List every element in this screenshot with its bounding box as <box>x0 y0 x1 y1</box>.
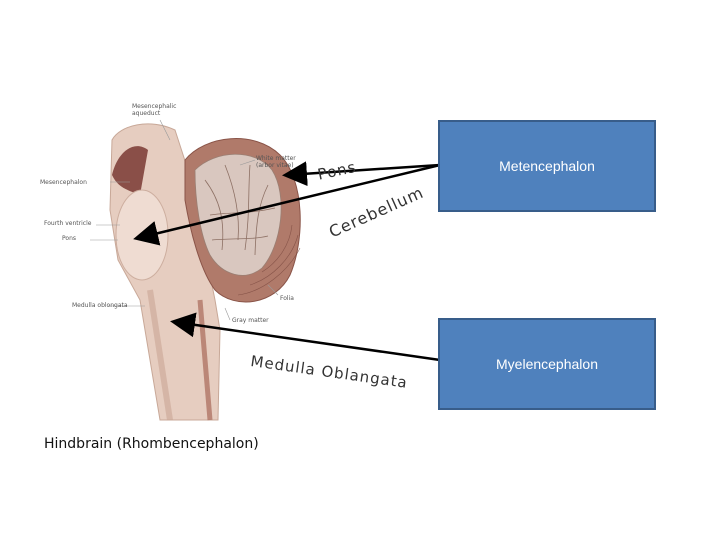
label-pons-small: Pons <box>62 235 77 242</box>
metencephalon-label: Metencephalon <box>499 158 595 174</box>
myelencephalon-box: Myelencephalon <box>438 318 656 410</box>
label-mesencephalon: Mesencephalon <box>40 179 87 186</box>
label-white-matter: White matter (arbor vitae) <box>256 155 296 169</box>
label-gray-matter: Gray matter <box>232 317 269 324</box>
arrow-medulla <box>170 312 441 362</box>
label-mesencephalic-aqueduct: Mesencephalic aqueduct <box>132 103 177 117</box>
label-folia: Folia <box>280 295 294 302</box>
metencephalon-box: Metencephalon <box>438 120 656 212</box>
myelencephalon-label: Myelencephalon <box>496 356 598 372</box>
label-fourth-ventricle: Fourth ventricle <box>44 220 92 227</box>
pons-shape <box>115 189 169 281</box>
arrow-pons <box>282 161 441 187</box>
arrow-metencephalon-to-pons <box>133 163 441 246</box>
hindbrain-caption: Hindbrain (Rhombencephalon) <box>44 436 259 452</box>
mesencephalon-shape <box>112 146 148 195</box>
label-medulla-oblongata: Medulla oblongata <box>72 302 128 309</box>
